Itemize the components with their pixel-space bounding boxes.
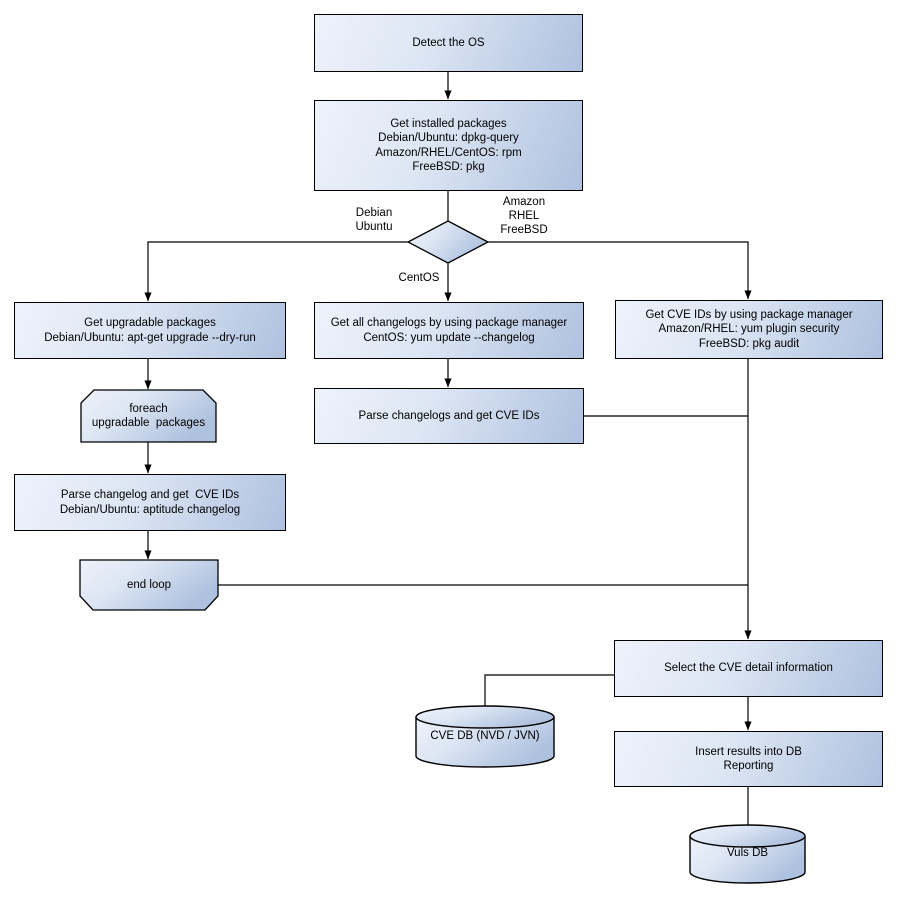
node-insert-results: Insert results into DB Reporting [614, 731, 883, 787]
node-cve-db-label: CVE DB (NVD / JVN) [430, 729, 540, 742]
edge-decision-to-upgradable [144, 241, 408, 302]
node-end-loop: end loop [126, 578, 172, 591]
node-parse-changelogs-mid: Parse changelogs and get CVE IDs [314, 388, 584, 444]
edge-decision-to-cve-ids [488, 241, 752, 300]
node-parse-changelog-left: Parse changelog and get CVE IDs Debian/U… [14, 474, 286, 531]
node-get-all-changelogs: Get all changelogs by using package mana… [314, 302, 584, 359]
node-detect-os: Detect the OS [314, 14, 583, 72]
end-loop-shape [79, 559, 219, 611]
node-select-cve-detail: Select the CVE detail information [614, 640, 883, 697]
cylinder-vuls-db-shape [689, 824, 806, 884]
edge-select-to-cvedb [484, 674, 614, 706]
node-get-installed-packages: Get installed packages Debian/Ubuntu: dp… [314, 100, 583, 191]
os-decision-diamond [406, 220, 490, 264]
edge-label-debian-ubuntu: Debian Ubuntu [355, 207, 393, 233]
edge-label-amazon-rhel-freebsd: Amazon RHEL FreeBSD [500, 196, 548, 236]
node-get-cve-ids: Get CVE IDs by using package manager Ama… [615, 300, 883, 359]
foreach-loop-shape [80, 389, 217, 443]
node-vuls-db-label: Vuls DB [726, 846, 769, 859]
node-foreach-upgradable-packages: foreach upgradable packages [91, 402, 206, 430]
node-get-upgradable-packages: Get upgradable packages Debian/Ubuntu: a… [14, 302, 286, 359]
connectors [144, 71, 752, 825]
edge-label-centos: CentOS [398, 272, 440, 284]
cylinder-cve-db-shape [415, 705, 555, 768]
